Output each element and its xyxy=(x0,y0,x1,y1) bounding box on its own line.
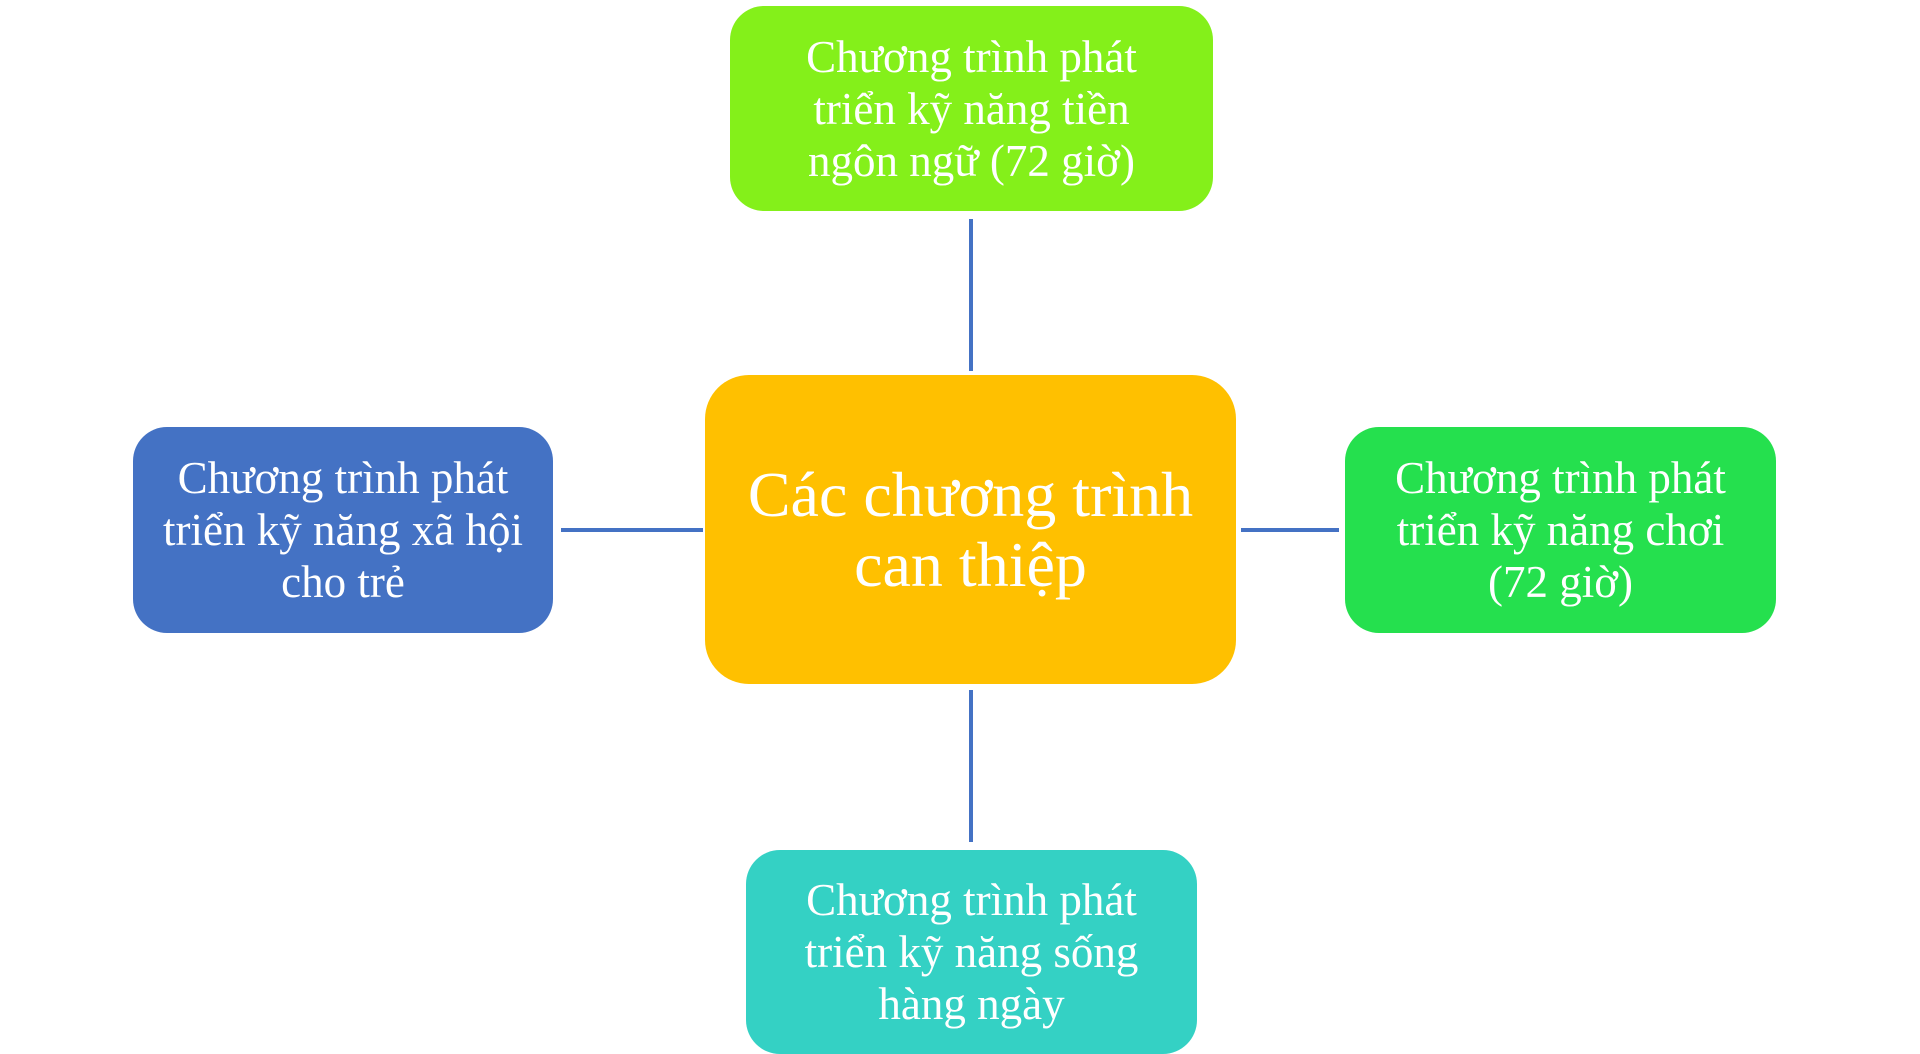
center-line: can thiệp xyxy=(854,528,1087,600)
center-line: Các chương trình xyxy=(747,458,1194,530)
node-line: triển kỹ năng tiền xyxy=(813,83,1130,134)
node-line: triển kỹ năng chơi xyxy=(1396,505,1725,555)
node-line: Chương trình phát xyxy=(177,453,509,503)
node-line: ngôn ngữ (72 giờ) xyxy=(808,135,1135,186)
node-line: hàng ngày xyxy=(878,979,1065,1029)
node-line: Chương trình phát xyxy=(806,31,1137,82)
node-line: triển kỹ năng sống xyxy=(804,927,1139,977)
node-line: Chương trình phát xyxy=(1395,453,1726,503)
connector-right xyxy=(1241,528,1339,532)
node-line: (72 giờ) xyxy=(1487,557,1633,607)
connector-left xyxy=(561,528,703,532)
connector-bottom xyxy=(969,690,973,842)
node-line: Chương trình phát xyxy=(806,875,1137,925)
node-line: cho trẻ xyxy=(281,557,405,607)
connector-top xyxy=(969,219,973,371)
node-line: triển kỹ năng xã hội xyxy=(163,505,523,555)
